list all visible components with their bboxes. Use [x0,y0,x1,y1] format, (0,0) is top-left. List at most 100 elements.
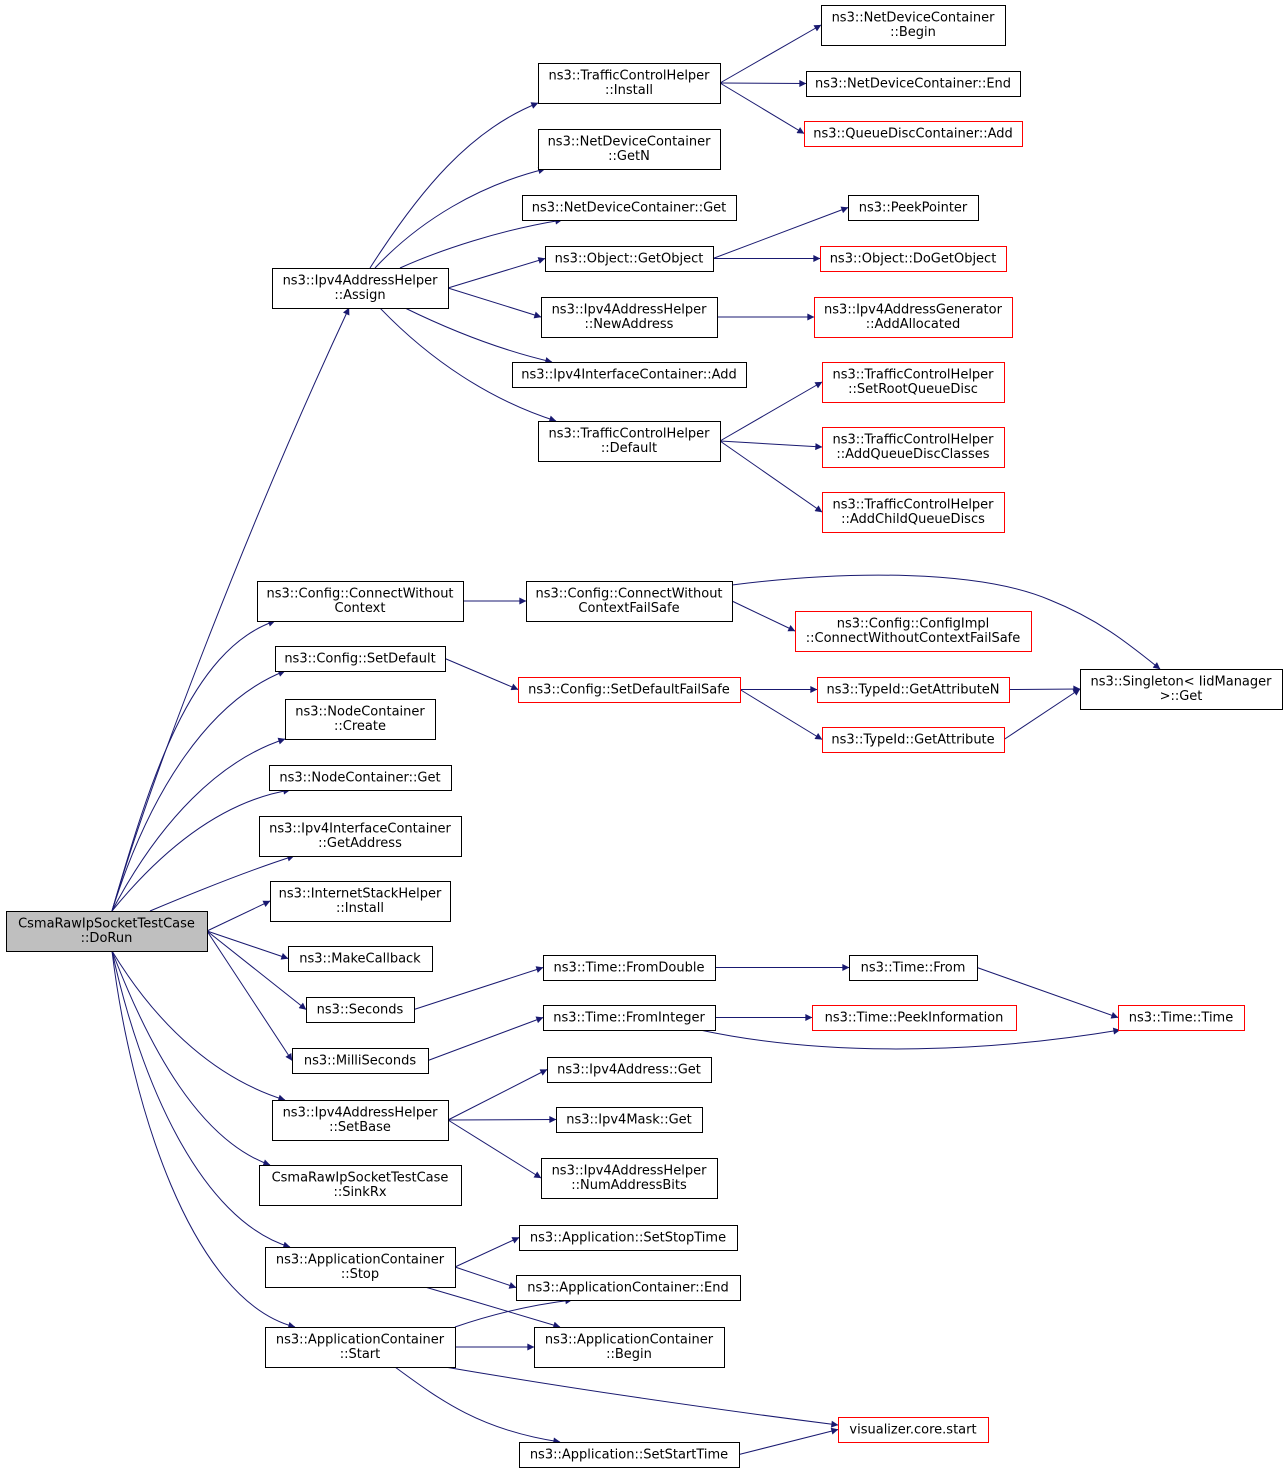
node-ac-stop[interactable]: ns3::ApplicationContainer::Stop [265,1247,456,1288]
node-box[interactable] [272,268,449,309]
node-box[interactable] [838,1417,989,1443]
node-ipv4ic-getaddr[interactable]: ns3::Ipv4InterfaceContainer::GetAddress [259,816,462,857]
node-box[interactable] [6,911,208,952]
node-box[interactable] [272,1100,449,1141]
node-box[interactable] [822,362,1005,403]
node-cfg-impl[interactable]: ns3::Config::ConfigImpl::ConnectWithoutC… [795,611,1032,652]
node-ndc-getn[interactable]: ns3::NetDeviceContainer::GetN [538,129,721,170]
node-box[interactable] [275,646,446,672]
node-ac-end[interactable]: ns3::ApplicationContainer::End [516,1275,741,1301]
node-box[interactable] [547,1057,712,1083]
node-ndc-begin[interactable]: ns3::NetDeviceContainer::Begin [821,5,1006,46]
node-box[interactable] [538,63,721,104]
node-ipv4mask-get[interactable]: ns3::Ipv4Mask::Get [556,1107,703,1133]
node-app-setstart[interactable]: ns3::Application::SetStartTime [519,1442,740,1468]
node-box[interactable] [814,297,1013,338]
node-box[interactable] [522,195,737,221]
node-box[interactable] [541,1158,718,1199]
node-ipv4addr-setbase[interactable]: ns3::Ipv4AddressHelper::SetBase [272,1100,449,1141]
node-box[interactable] [543,1005,716,1031]
node-box[interactable] [288,946,433,972]
node-tch-setroot[interactable]: ns3::TrafficControlHelper::SetRootQueueD… [822,362,1005,403]
node-ish-install[interactable]: ns3::InternetStackHelper::Install [270,881,451,922]
node-box[interactable] [259,816,462,857]
node-app-setstop[interactable]: ns3::Application::SetStopTime [519,1225,738,1251]
node-box[interactable] [541,297,718,338]
node-nc-create[interactable]: ns3::NodeContainer::Create [285,699,436,740]
node-cfg-setdefaultfs[interactable]: ns3::Config::SetDefaultFailSafe [518,677,741,703]
node-ac-begin[interactable]: ns3::ApplicationContainer::Begin [534,1327,725,1368]
node-box[interactable] [545,246,714,272]
node-box[interactable] [812,1005,1017,1031]
node-sinkrx[interactable]: CsmaRawIpSocketTestCase::SinkRx [259,1165,462,1206]
node-makecb[interactable]: ns3::MakeCallback [288,946,433,972]
node-box[interactable] [821,5,1006,46]
node-box[interactable] [265,1247,456,1288]
node-ipv4addr-numbits[interactable]: ns3::Ipv4AddressHelper::NumAddressBits [541,1158,718,1199]
node-box[interactable] [820,246,1007,272]
node-box[interactable] [526,581,733,622]
node-typeid-getattr[interactable]: ns3::TypeId::GetAttribute [822,727,1005,753]
node-viz-start[interactable]: visualizer.core.start [838,1417,989,1443]
node-ipv4addr-newaddr[interactable]: ns3::Ipv4AddressHelper::NewAddress [541,297,718,338]
node-box[interactable] [259,1165,462,1206]
node-box[interactable] [538,421,721,462]
node-box[interactable] [306,997,415,1023]
node-singleton-get[interactable]: ns3::Singleton< IidManager>::Get [1080,669,1283,710]
node-ipv4ic-add[interactable]: ns3::Ipv4InterfaceContainer::Add [512,362,747,388]
node-seconds[interactable]: ns3::Seconds [306,997,415,1023]
node-cfg-connectfs[interactable]: ns3::Config::ConnectWithoutContextFailSa… [526,581,733,622]
node-box[interactable] [519,1442,740,1468]
node-box[interactable] [817,677,1010,703]
node-cfg-setdefault[interactable]: ns3::Config::SetDefault [275,646,446,672]
node-cfg-connect[interactable]: ns3::Config::ConnectWithoutContext [257,581,464,622]
node-box[interactable] [822,427,1005,468]
node-ipv4address-get[interactable]: ns3::Ipv4Address::Get [547,1057,712,1083]
node-box[interactable] [538,129,721,170]
node-box[interactable] [849,955,978,981]
node-box[interactable] [556,1107,703,1133]
node-ndc-get[interactable]: ns3::NetDeviceContainer::Get [522,195,737,221]
node-root[interactable]: CsmaRawIpSocketTestCase::DoRun [6,911,208,952]
node-box[interactable] [516,1275,741,1301]
node-box[interactable] [285,699,436,740]
node-box[interactable] [1118,1005,1245,1031]
node-tch-install[interactable]: ns3::TrafficControlHelper::Install [538,63,721,104]
node-tch-default[interactable]: ns3::TrafficControlHelper::Default [538,421,721,462]
node-qdc-add[interactable]: ns3::QueueDiscContainer::Add [804,121,1023,147]
node-ipv4gen-addalloc[interactable]: ns3::Ipv4AddressGenerator::AddAllocated [814,297,1013,338]
node-millis[interactable]: ns3::MilliSeconds [292,1048,429,1074]
node-box[interactable] [519,1225,738,1251]
node-box[interactable] [534,1327,725,1368]
node-box[interactable] [265,1327,456,1368]
node-typeid-getattrn[interactable]: ns3::TypeId::GetAttributeN [817,677,1010,703]
node-obj-dogetobject[interactable]: ns3::Object::DoGetObject [820,246,1007,272]
node-time-from[interactable]: ns3::Time::From [849,955,978,981]
node-box[interactable] [269,765,452,791]
node-box[interactable] [822,727,1005,753]
node-ndc-end[interactable]: ns3::NetDeviceContainer::End [806,71,1021,97]
node-box[interactable] [848,195,979,221]
node-box[interactable] [822,492,1005,533]
node-box[interactable] [806,71,1021,97]
node-tch-addchild[interactable]: ns3::TrafficControlHelper::AddChildQueue… [822,492,1005,533]
node-box[interactable] [543,955,716,981]
node-box[interactable] [1080,669,1283,710]
node-box[interactable] [270,881,451,922]
node-time-peekinfo[interactable]: ns3::Time::PeekInformation [812,1005,1017,1031]
node-box[interactable] [795,611,1032,652]
node-time-frominteger[interactable]: ns3::Time::FromInteger [543,1005,716,1031]
node-box[interactable] [257,581,464,622]
node-peekpointer[interactable]: ns3::PeekPointer [848,195,979,221]
node-time-time[interactable]: ns3::Time::Time [1118,1005,1245,1031]
node-nc-get[interactable]: ns3::NodeContainer::Get [269,765,452,791]
node-box[interactable] [292,1048,429,1074]
node-ipv4addr-assign[interactable]: ns3::Ipv4AddressHelper::Assign [272,268,449,309]
node-time-fromdouble[interactable]: ns3::Time::FromDouble [543,955,716,981]
node-box[interactable] [518,677,741,703]
node-box[interactable] [804,121,1023,147]
node-obj-getobject[interactable]: ns3::Object::GetObject [545,246,714,272]
node-box[interactable] [512,362,747,388]
node-tch-addqdc[interactable]: ns3::TrafficControlHelper::AddQueueDiscC… [822,427,1005,468]
node-ac-start[interactable]: ns3::ApplicationContainer::Start [265,1327,456,1368]
